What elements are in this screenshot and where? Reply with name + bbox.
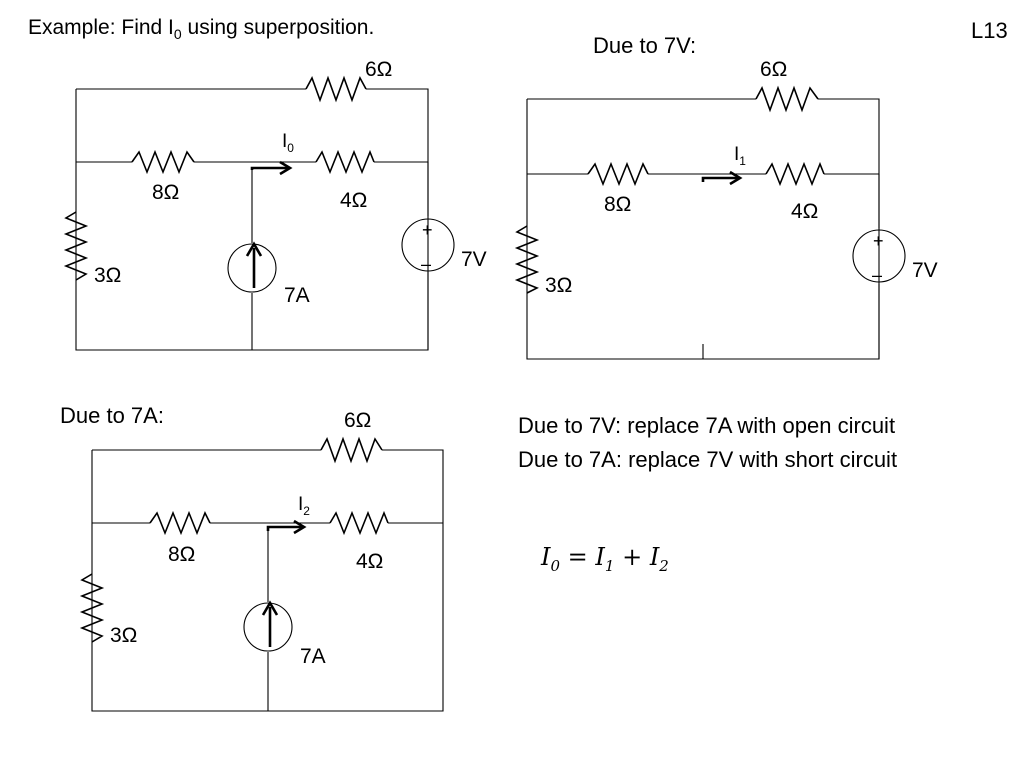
title-subscript: 0 [173,26,182,43]
circuit-7a: 6Ω 8Ω 4Ω 3Ω I2 7A [79,409,444,712]
c7a-resistor-4ohm [329,510,389,536]
c7v-label-6ohm: 6Ω [760,58,787,81]
main-label-6ohm: 6Ω [365,58,392,81]
page-title: Example: Find I0 using superposition. [28,16,374,42]
c7v-label-4ohm: 4Ω [791,200,818,223]
main-label-7a: 7A [284,284,310,307]
c7a-source-arrowhead [261,600,279,616]
main-plus-sign: + [422,220,433,240]
c7a-label-6ohm: 6Ω [344,409,371,432]
main-resistor-4ohm [315,149,375,175]
note-line-1: Due to 7V: replace 7A with open circuit [518,413,896,438]
c7a-label-3ohm: 3Ω [110,624,137,647]
c7v-label-i1: I1 [734,144,746,168]
c7v-outer-wires [526,98,880,360]
main-current-source [227,243,277,293]
c7a-label-7a: 7A [300,645,326,668]
c7v-plus-sign: + [873,231,884,251]
title-prefix: Example: Find I [28,16,174,39]
c7a-label-4ohm: 4Ω [356,550,383,573]
c7v-label-8ohm: 8Ω [604,193,631,216]
main-source-arrowhead [245,241,263,257]
c7v-resistor-4ohm [765,161,825,187]
heading-due-to-7v: Due to 7V: [593,33,697,58]
c7v-label-3ohm: 3Ω [545,274,572,297]
note-line-2: Due to 7A: replace 7V with short circuit [518,447,898,472]
main-resistor-3ohm [63,211,89,281]
superposition-equation: I0 = I1 + I2 [541,543,669,575]
c7a-resistor-8ohm [149,510,211,536]
c7a-label-8ohm: 8Ω [168,543,195,566]
c7a-current-source [243,602,293,652]
c7v-resistor-8ohm [587,161,649,187]
main-resistor-8ohm [131,149,195,175]
c7v-current-arrowhead [729,170,743,186]
c7a-label-i2: I2 [298,494,310,518]
main-label-7v: 7V [461,248,487,271]
c7v-current-arrow [701,176,738,182]
main-label-3ohm: 3Ω [94,264,121,287]
c7v-resistor-3ohm [514,225,540,294]
main-resistor-6ohm [305,75,367,103]
c7a-current-arrowhead [293,519,307,535]
main-label-4ohm: 4Ω [340,189,367,212]
main-circuit: 6Ω 8Ω 4Ω 3Ω I0 7A 7V + – [63,58,487,351]
c7a-resistor-6ohm [320,436,383,464]
main-current-arrow [250,166,288,170]
main-voltage-source [401,218,455,272]
c7v-minus-sign: – [872,265,882,285]
title-suffix: using superposition. [181,16,375,39]
main-current-arrowhead [279,160,293,176]
main-label-8ohm: 8Ω [152,181,179,204]
slide-id: L13 [971,18,1008,43]
circuit-7v: 6Ω 8Ω 4Ω 3Ω I1 7V + – [514,58,938,360]
main-label-i0: I0 [282,131,294,155]
c7v-label-7v: 7V [912,259,938,282]
c7v-voltage-source [852,229,906,283]
c7a-resistor-3ohm [79,573,105,643]
c7v-resistor-6ohm [755,85,819,113]
main-minus-sign: – [421,254,431,274]
heading-due-to-7a: Due to 7A: [60,403,164,428]
